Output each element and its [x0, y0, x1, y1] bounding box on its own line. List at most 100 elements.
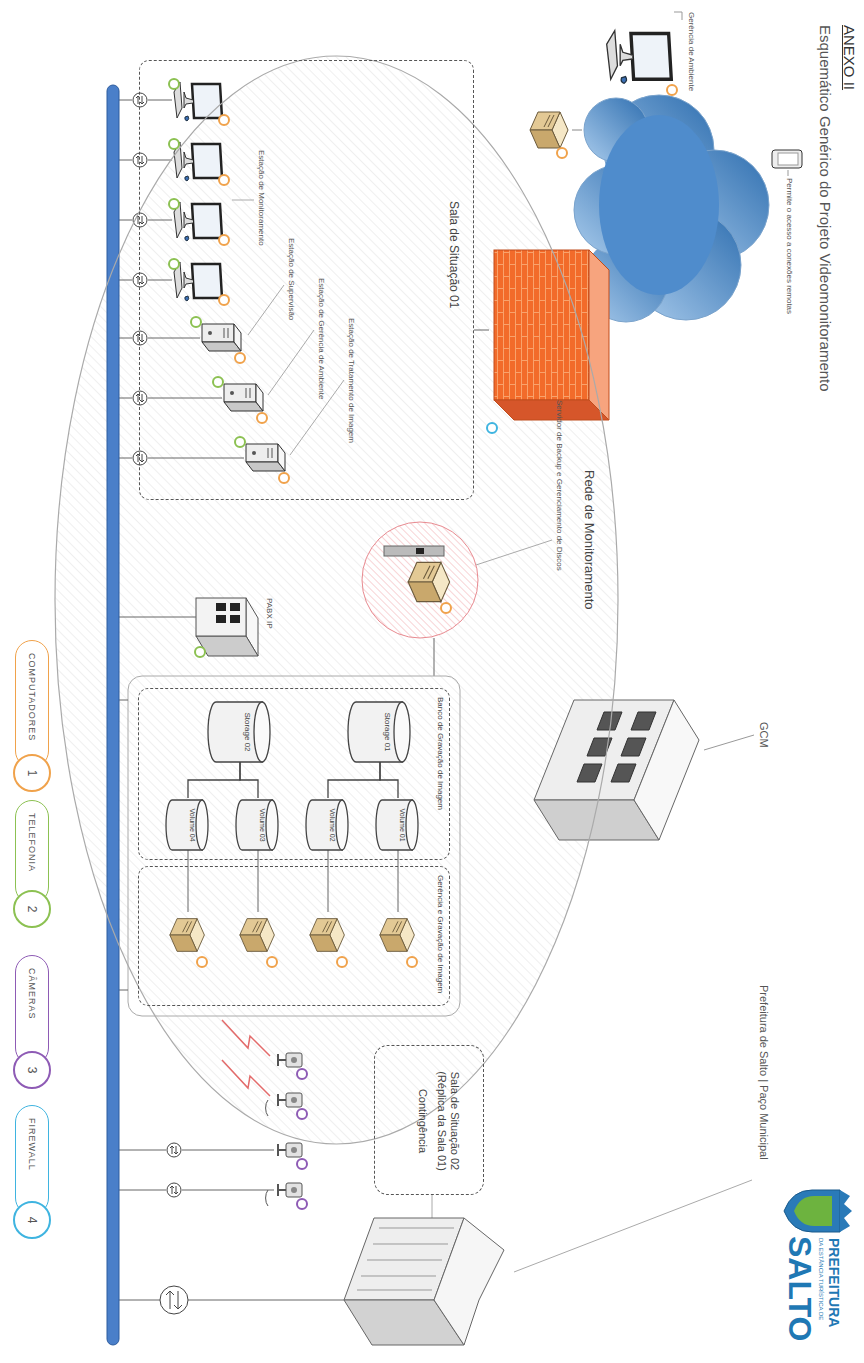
legend-text: CÂMERAS: [27, 968, 38, 1020]
city-hall-building: [166, 1291, 182, 1309]
admin-computer: [667, 85, 677, 95]
text-wrap: Gerência e Gravação de Imagem: [435, 875, 445, 999]
remote-phone: [778, 153, 798, 165]
volume-cylinder: Volume 04: [165, 799, 209, 851]
sala-workstations: [235, 353, 245, 363]
sala-workstations: [133, 93, 147, 107]
city-hall-building: [119, 1300, 344, 1301]
callout-number: 3: [25, 1067, 39, 1074]
firewall: [494, 250, 589, 400]
connector-line: [188, 762, 240, 798]
pabx: [216, 603, 240, 623]
callout-label: Servidor de Backup e Gerenciamento de Di…: [554, 400, 564, 571]
callout-label: Estação de Monitoramento: [256, 150, 266, 246]
storage-area: [197, 957, 207, 967]
sala-workstations: [213, 377, 223, 387]
sala-workstations: [257, 413, 267, 423]
node-heading: Sala de Situação 02 (Réplica da Sala 01): [435, 1054, 461, 1188]
storage-area: [170, 919, 205, 952]
legend-pill: COMPUTADORES: [15, 640, 49, 768]
callout-label: Estação de Gerência de Ambiente: [316, 278, 326, 399]
ellipse-outline: [55, 56, 618, 1144]
storage-area: [240, 919, 275, 952]
connector-line: [328, 762, 380, 798]
node-heading: Rede de Monitoramento: [581, 470, 597, 609]
sala-workstations: [169, 139, 179, 149]
backup-server: [434, 638, 435, 676]
cylinder-shape: [165, 799, 209, 851]
firewall: [474, 250, 609, 433]
pabx: [195, 647, 205, 657]
city-crest: [794, 1196, 832, 1226]
cameras: [222, 1060, 270, 1096]
text-wrap: Volume 03: [258, 799, 266, 851]
contingency-room-box: Sala de Situação 02 (Réplica da Sala 01)…: [374, 1045, 484, 1195]
sala-workstations: [133, 273, 147, 287]
volume-cylinder: Volume 03: [235, 799, 279, 851]
cameras: [167, 1143, 181, 1157]
storage-area: [119, 676, 460, 1016]
sala-workstations: [174, 142, 222, 181]
sala-workstations: [279, 473, 289, 483]
node-heading: Gerência e Gravação de Imagem: [435, 875, 445, 993]
cameras: [119, 1150, 274, 1190]
admin-computer: [607, 31, 672, 83]
connector-line: [240, 762, 258, 798]
callout-label: Gerência de Ambiente: [686, 12, 696, 91]
callout-label: Permite o acesso a conexões remotas: [784, 178, 794, 314]
sala-workstations: [133, 451, 147, 465]
node-heading: Volume 02: [328, 808, 336, 841]
network-hatch: [55, 56, 618, 1144]
sala-workstations: [169, 259, 179, 269]
cameras: [278, 1143, 302, 1157]
cylinder-shape: [347, 701, 411, 763]
sala-workstations: [235, 437, 245, 447]
logo-text: PREFEITURA: [825, 1238, 842, 1327]
volume-cylinder: Volume 02: [305, 799, 349, 851]
cylinder-shape: [305, 799, 349, 851]
sala-workstations: [169, 199, 179, 209]
cameras: [222, 1020, 270, 1056]
building-label: Prefeitura de Salto | Paço Municipal: [757, 985, 770, 1160]
diagram-title: Esquemático Genérico do Projeto Videomon…: [816, 25, 834, 392]
sala-workstations: [174, 202, 222, 241]
backup-server: [408, 562, 449, 601]
storage-area: [310, 919, 345, 952]
remote-phone: [788, 170, 789, 176]
admin-computer: [674, 12, 682, 20]
backup-server: [441, 603, 451, 613]
storage-cylinder: Storage 02: [207, 701, 271, 763]
backup-server: [476, 540, 552, 565]
sala-workstations: [174, 262, 222, 301]
cylinder-top: [394, 702, 410, 762]
room-box: Sala de Situação 01: [139, 60, 474, 500]
legend-text: COMPUTADORES: [27, 653, 38, 741]
cylinder-top: [336, 800, 348, 850]
callout-label: Estação de Tratamento de Imagem: [346, 318, 356, 443]
cylinder-shape: [375, 799, 419, 851]
server-group-box: Gerência e Gravação de Imagem: [138, 866, 450, 1006]
node-heading: Sala de Situação 01: [447, 201, 461, 308]
legend-swatch: 1: [13, 754, 51, 792]
sala-workstations: [119, 79, 344, 483]
cylinder-top: [196, 800, 208, 850]
backup-server: [416, 548, 424, 554]
gcm-building: [577, 712, 656, 782]
cylinder-shape: [235, 799, 279, 851]
sala-workstations: [202, 324, 241, 351]
text-wrap: Storage 02: [242, 701, 252, 763]
backup-server: [362, 522, 552, 676]
sala-workstations: [219, 235, 229, 245]
admin-server: [572, 130, 582, 131]
admin-server: [557, 148, 567, 158]
remote-phone: [772, 150, 802, 168]
sala-workstations: [119, 100, 244, 458]
text-wrap: Sala de Situação 02 (Réplica da Sala 01)…: [409, 1054, 461, 1188]
node-heading: Banco de Gravação de Imagem: [435, 697, 445, 810]
node-heading: Storage 01: [382, 712, 392, 751]
building-label: GCM: [757, 722, 770, 748]
storage-area: [197, 957, 417, 967]
